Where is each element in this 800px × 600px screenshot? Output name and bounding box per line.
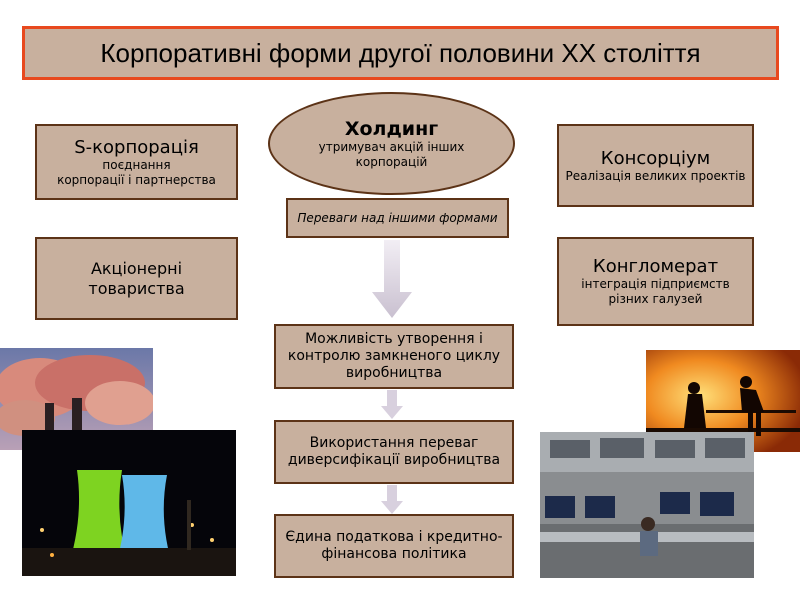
diversification-line2: диверсифікації виробництва xyxy=(287,452,501,468)
consortium-title: Консорціум xyxy=(600,147,711,169)
holding-ellipse: Холдинг утримувач акцій інших корпорацій xyxy=(268,92,515,195)
holding-title: Холдинг xyxy=(344,117,439,140)
joint-stock-line2: товариства xyxy=(88,278,185,298)
conglomerate-title: Конгломерат xyxy=(592,256,719,277)
arrow-down-1 xyxy=(372,240,412,318)
conglomerate-box: Конгломерат інтеграція підприємств різни… xyxy=(557,237,754,326)
s-corporation-line1: поєднання xyxy=(102,157,171,172)
cooling-towers-photo xyxy=(22,430,236,576)
tax-policy-box: Єдина податкова і кредитно- фінансова по… xyxy=(274,514,514,578)
s-corporation-title: S-корпорація xyxy=(74,136,199,158)
advantages-text: Переваги над іншими формами xyxy=(297,210,498,225)
closed-cycle-box: Можливість утворення і контролю замкнено… xyxy=(274,324,514,389)
conglomerate-line2: різних галузей xyxy=(608,292,703,306)
consortium-line1: Реалізація великих проектів xyxy=(565,168,746,183)
s-corporation-box: S-корпорація поєднання корпорації і парт… xyxy=(35,124,238,200)
s-corporation-line2: корпорації і партнерства xyxy=(57,172,216,187)
holding-line2: корпорацій xyxy=(355,154,428,169)
control-room-photo xyxy=(540,432,754,578)
advantages-box: Переваги над іншими формами xyxy=(286,198,509,238)
diversification-line1: Використання переваг xyxy=(309,435,479,451)
tax-policy-line2: фінансова політика xyxy=(321,546,467,562)
consortium-box: Консорціум Реалізація великих проектів xyxy=(557,124,754,207)
joint-stock-line1: Акціонерні xyxy=(90,258,183,278)
arrow-down-3 xyxy=(381,485,403,514)
closed-cycle-line1: Можливість утворення і xyxy=(305,331,483,347)
joint-stock-box: Акціонерні товариства xyxy=(35,237,238,320)
title-text: Корпоративні форми другої половини ХХ ст… xyxy=(100,37,701,68)
arrow-down-2 xyxy=(381,390,403,419)
tax-policy-line1: Єдина податкова і кредитно- xyxy=(285,529,503,545)
closed-cycle-line3: виробництва xyxy=(345,365,443,381)
holding-line1: утримувач акцій інших xyxy=(318,139,465,154)
closed-cycle-line2: контролю замкненого циклу xyxy=(287,348,501,364)
conglomerate-line1: інтеграція підприємств xyxy=(581,277,730,291)
page-title: Корпоративні форми другої половини ХХ ст… xyxy=(22,26,779,80)
diversification-box: Використання переваг диверсифікації виро… xyxy=(274,420,514,484)
